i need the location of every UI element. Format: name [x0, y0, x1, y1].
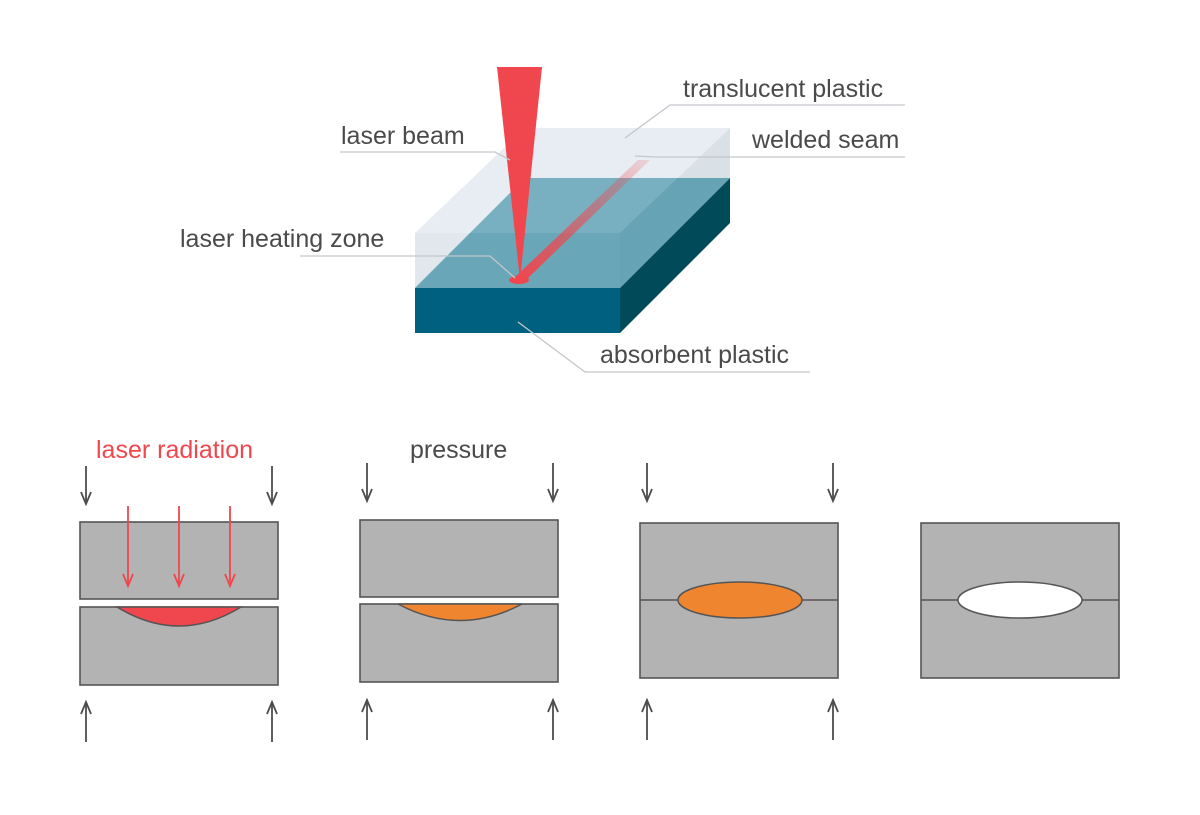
laser-heating-spot [509, 276, 529, 284]
melt-zone-laser [114, 606, 244, 627]
stage-pressure [359, 463, 559, 740]
stage-fused-molten [639, 463, 839, 740]
stage-weld-complete [920, 522, 1120, 679]
leader-lines [300, 104, 905, 373]
label-pressure: pressure [410, 436, 507, 464]
laser-beam [497, 67, 542, 280]
up-arrow-icon [641, 697, 839, 740]
label-laser-beam: laser beam [341, 122, 465, 150]
absorbent-plastic-side [620, 178, 730, 333]
down-arrow-icon [641, 463, 839, 504]
melt-zone-fused [677, 581, 803, 619]
weld-zone-cooled [957, 581, 1083, 619]
up-arrow-icon [80, 699, 278, 742]
label-absorbent-plastic: absorbent plastic [600, 341, 789, 369]
plastic-stack-3d [415, 67, 730, 333]
label-laser-heating-zone: laser heating zone [180, 225, 384, 253]
welded-seam [512, 160, 650, 280]
upper-plastic-block [359, 519, 559, 598]
label-welded-seam: welded seam [751, 126, 899, 154]
down-arrow-icon [361, 463, 559, 504]
label-laser-radiation: laser radiation [96, 436, 253, 464]
label-translucent-plastic: translucent plastic [683, 75, 883, 103]
stage-laser-radiation [79, 466, 279, 742]
absorbent-plastic-front [415, 288, 620, 333]
laser-ray-icon [122, 506, 236, 589]
melt-zone-heated [397, 603, 523, 622]
up-arrow-icon [361, 697, 559, 740]
down-arrow-icon [80, 466, 278, 507]
